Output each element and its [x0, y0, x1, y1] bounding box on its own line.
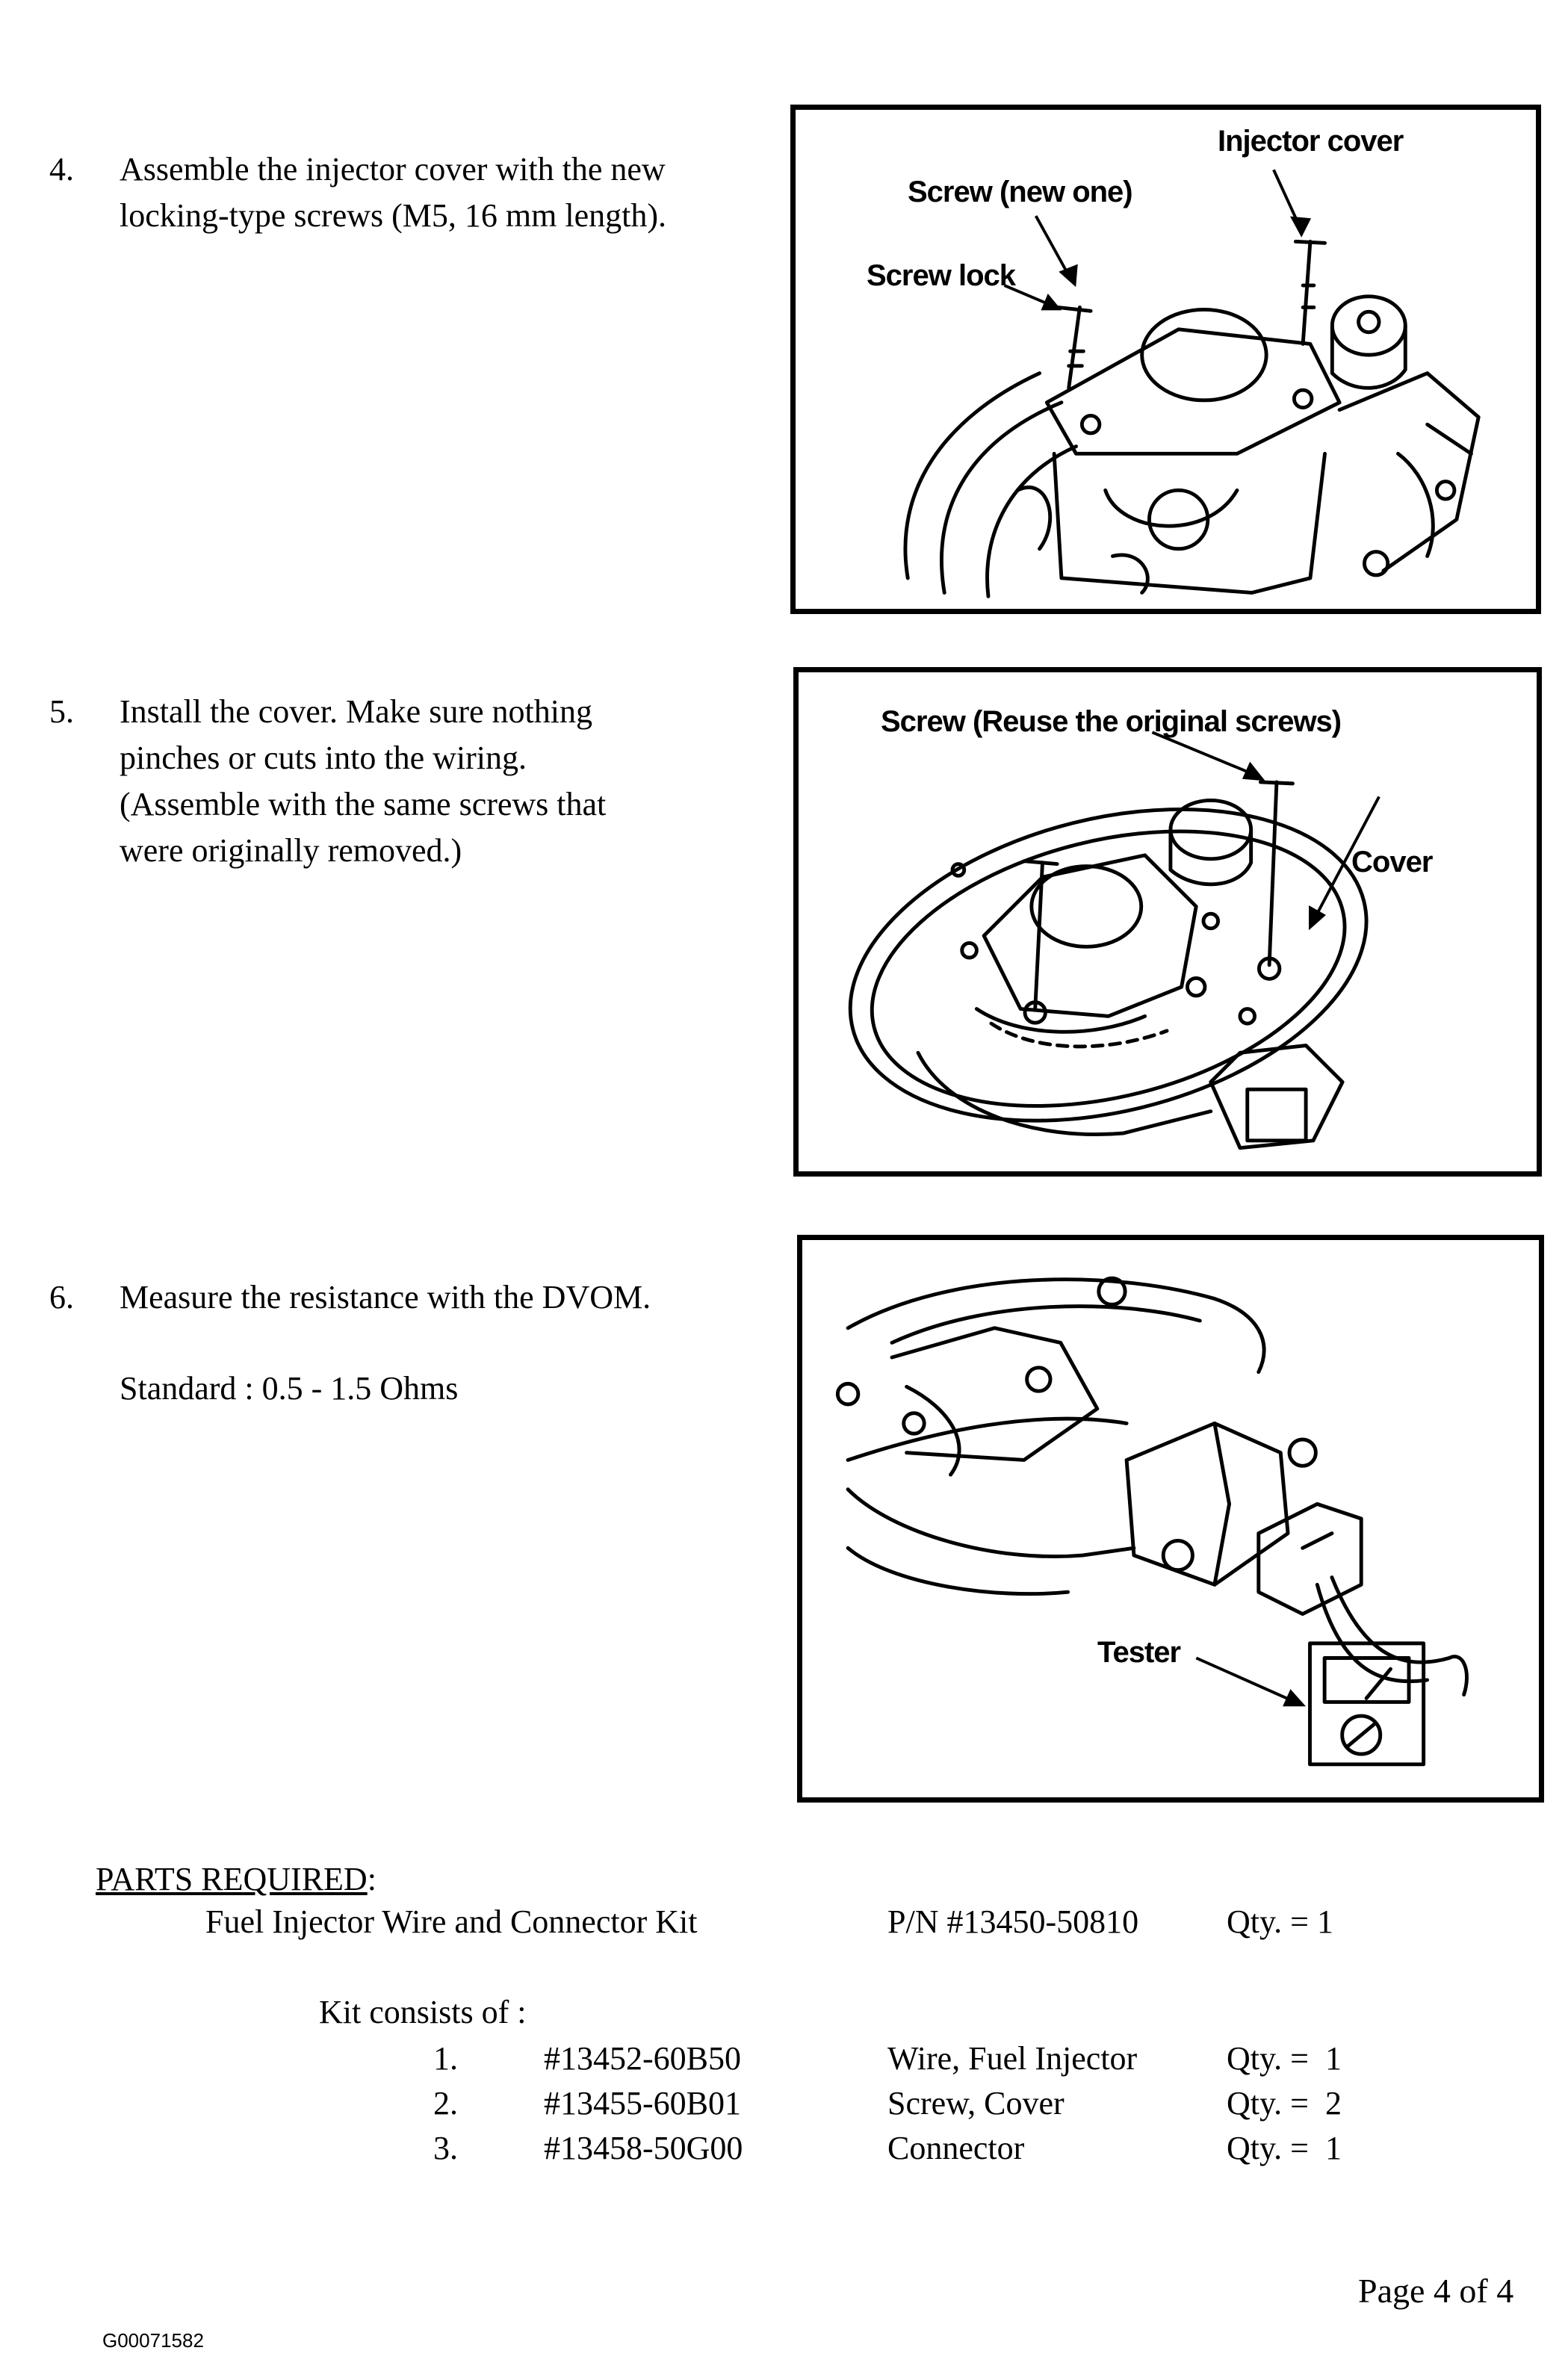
parts-heading: PARTS REQUIRED: — [96, 1856, 376, 1903]
cover-install-illustration — [848, 731, 1380, 1150]
part-item-1-num: 1. — [433, 2040, 458, 2077]
document-code: G00071582 — [102, 2329, 204, 2352]
part-item-3-qty: Qty. = 1 — [1227, 2130, 1342, 2166]
step-5-line-4: were originally removed.) — [120, 832, 462, 869]
part-item-3-desc: Connector — [887, 2130, 1025, 2166]
part-item-1-pn: #13452-60B50 — [544, 2040, 741, 2077]
figure-cover-install: Screw (Reuse the original screws) Cover — [793, 667, 1542, 1177]
kit-consists-label: Kit consists of : — [319, 1994, 527, 2030]
label-injector-cover: Injector cover — [1218, 125, 1404, 158]
part-item-1-desc: Wire, Fuel Injector — [887, 2040, 1138, 2077]
parts-heading-colon: : — [367, 1861, 376, 1897]
kit-qty: Qty. = 1 — [1227, 1903, 1333, 1940]
step-4-line-1: Assemble the injector cover with the new — [120, 151, 666, 188]
step-5-line-3: (Assemble with the same screws that — [120, 786, 607, 822]
kit-pn: P/N #13450-50810 — [887, 1903, 1139, 1940]
label-screw-new: Screw (new one) — [908, 176, 1133, 208]
label-screw-reuse: Screw (Reuse the original screws) — [881, 705, 1342, 738]
step-6-number: 6. — [49, 1279, 74, 1315]
part-item-2-qty: Qty. = 2 — [1227, 2085, 1342, 2122]
part-item-3-pn: #13458-50G00 — [544, 2130, 743, 2166]
figure-tester: Tester — [797, 1235, 1544, 1803]
parts-heading-text: PARTS REQUIRED — [96, 1861, 368, 1897]
page-number: Page 4 of 4 — [1358, 2272, 1514, 2310]
part-item-2-num: 2. — [433, 2085, 458, 2122]
label-screw-lock: Screw lock — [867, 259, 1016, 292]
step-4-line-2: locking-type screws (M5, 16 mm length). — [120, 197, 666, 234]
part-item-2-pn: #13455-60B01 — [544, 2085, 741, 2122]
step-4-text: Assemble the injector cover with the new… — [120, 146, 666, 239]
step-6-text: Measure the resistance with the DVOM. — [120, 1274, 651, 1321]
step-4-number: 4. — [49, 151, 74, 188]
step-5-line-1: Install the cover. Make sure nothing — [120, 693, 592, 730]
figure-injector-cover: Injector cover Screw (new one) Screw loc… — [790, 105, 1541, 614]
step-5-number: 5. — [49, 693, 74, 730]
injector-cover-illustration — [903, 169, 1481, 598]
step-6-standard: Standard : 0.5 - 1.5 Ohms — [120, 1370, 459, 1407]
part-item-2-desc: Screw, Cover — [887, 2085, 1065, 2122]
step-5-text: Install the cover. Make sure nothing pin… — [120, 689, 606, 874]
label-tester: Tester — [1097, 1636, 1181, 1669]
tester-illustration — [835, 1276, 1469, 1767]
part-item-3-num: 3. — [433, 2130, 458, 2166]
label-cover: Cover — [1351, 846, 1433, 878]
part-item-1-qty: Qty. = 1 — [1227, 2040, 1342, 2077]
kit-name: Fuel Injector Wire and Connector Kit — [205, 1903, 698, 1940]
step-5-line-2: pinches or cuts into the wiring. — [120, 740, 527, 776]
step-6-line-1: Measure the resistance with the DVOM. — [120, 1279, 651, 1315]
